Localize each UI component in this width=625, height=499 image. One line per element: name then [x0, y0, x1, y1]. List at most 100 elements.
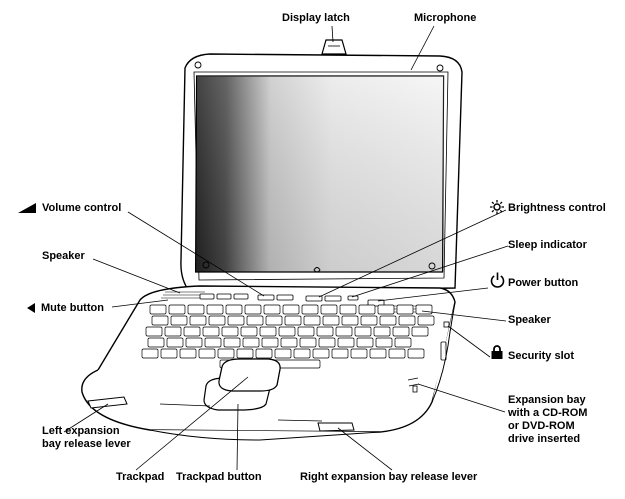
keyboard-key — [375, 337, 393, 348]
keyboard-key — [168, 304, 186, 315]
keyboard-key — [187, 304, 205, 315]
label-microphone: Microphone — [414, 12, 477, 24]
leader-microphone — [410, 25, 435, 71]
leader-speaker-left — [92, 258, 181, 294]
keyboard-key — [293, 348, 311, 359]
volume-wedge-icon — [18, 203, 36, 213]
label-left-release-line1: Left expansion — [42, 425, 120, 437]
keyboard-key — [316, 326, 334, 337]
keyboard-key — [322, 315, 340, 326]
power-key — [367, 299, 385, 307]
keyboard-key — [217, 348, 235, 359]
port-opening — [440, 341, 447, 361]
label-expansion-bay-line3: or DVD-ROM — [508, 420, 575, 432]
leader-power-button — [377, 287, 489, 302]
left-expansion-bay-lever — [87, 396, 128, 409]
keyboard-key — [360, 315, 378, 326]
leader-trackpad — [135, 376, 249, 471]
label-brightness-control: Brightness control — [508, 202, 606, 214]
keyboard-key — [297, 326, 315, 337]
keyboard-key — [301, 304, 319, 315]
keyboard-key — [299, 337, 317, 348]
keyboard-key — [240, 326, 258, 337]
label-display-latch: Display latch — [282, 12, 350, 24]
label-trackpad: Trackpad — [116, 471, 165, 483]
keyboard-key — [149, 304, 167, 315]
keyboard-key — [160, 348, 178, 359]
lid-details — [194, 61, 444, 273]
bay-release-levers — [87, 396, 355, 432]
leader-speaker-right — [421, 310, 507, 322]
function-key-row — [199, 293, 385, 307]
keyboard-key — [358, 304, 376, 315]
keyboard-key — [236, 348, 254, 359]
label-left-release-line2: bay release lever — [42, 438, 131, 450]
keyboard-key — [185, 337, 203, 348]
leader-brightness-control — [318, 209, 507, 298]
keyboard-key — [417, 315, 435, 326]
label-left-release: Left expansion bay release lever — [42, 425, 131, 451]
keyboard-key — [242, 337, 260, 348]
label-mute-button: Mute button — [41, 302, 104, 314]
leader-security-slot — [447, 325, 491, 358]
keyboard-key — [335, 326, 353, 337]
keyboard-key — [415, 304, 433, 315]
volume-key — [257, 294, 275, 301]
leader-display-latch — [331, 25, 334, 43]
keyboard-key — [331, 348, 349, 359]
label-expansion-bay-line2: with a CD-ROM — [508, 407, 588, 419]
keyboard-key — [354, 326, 372, 337]
keyboard-key — [339, 304, 357, 315]
keyboard-key — [145, 326, 163, 337]
keyboard-key — [244, 304, 262, 315]
trackpad-assembly — [203, 358, 281, 411]
keyboard-key — [369, 348, 387, 359]
keyboard-key — [198, 348, 216, 359]
keyboard-key — [341, 315, 359, 326]
keyboard-key — [411, 326, 429, 337]
apple-logo-icon — [313, 267, 321, 273]
leader-left-release — [63, 403, 109, 433]
keyboard-key — [318, 337, 336, 348]
keyboard-key — [284, 315, 302, 326]
label-speaker-left: Speaker — [42, 250, 85, 262]
expansion-bay-eject — [412, 385, 418, 393]
keyboard-key — [225, 304, 243, 315]
display-latch — [321, 39, 347, 55]
keyboard-key — [141, 348, 159, 359]
label-trackpad-button: Trackpad button — [176, 471, 262, 483]
label-expansion-bay: Expansion bay with a CD-ROM or DVD-ROM d… — [508, 394, 587, 446]
speaker-mute-icon — [27, 303, 35, 313]
label-expansion-bay-line4: drive inserted — [508, 433, 581, 445]
label-expansion-bay-line1: Expansion bay — [508, 394, 586, 406]
side-details — [407, 321, 450, 393]
leader-mute-button — [111, 299, 169, 308]
brightness-key — [305, 295, 323, 302]
keyboard-key — [183, 326, 201, 337]
keyboard-key — [179, 348, 197, 359]
leader-sleep-indicator — [351, 245, 509, 298]
label-security-slot: Security slot — [508, 350, 575, 362]
keyboard-key — [223, 337, 241, 348]
keyboard-key — [407, 348, 425, 359]
label-power-button: Power button — [508, 277, 579, 289]
keyboard-key — [320, 304, 338, 315]
keyboard-key — [246, 315, 264, 326]
keyboard-key — [227, 315, 245, 326]
keyboard-key — [398, 315, 416, 326]
keyboard-key — [208, 315, 226, 326]
leader-right-release — [337, 427, 393, 471]
display-screen — [194, 75, 445, 273]
sleep-indicator-light — [347, 295, 359, 301]
keyboard-key — [280, 337, 298, 348]
keyboard-key — [388, 348, 406, 359]
keyboard-key — [356, 337, 374, 348]
keyboard-key — [312, 348, 330, 359]
keyboard — [141, 304, 435, 369]
speaker-grille-left — [161, 291, 205, 299]
keyboard-key — [379, 315, 397, 326]
keyboard-key — [350, 348, 368, 359]
label-speaker-right: Speaker — [508, 314, 551, 326]
keyboard-key — [274, 348, 292, 359]
keyboard-key — [151, 315, 169, 326]
